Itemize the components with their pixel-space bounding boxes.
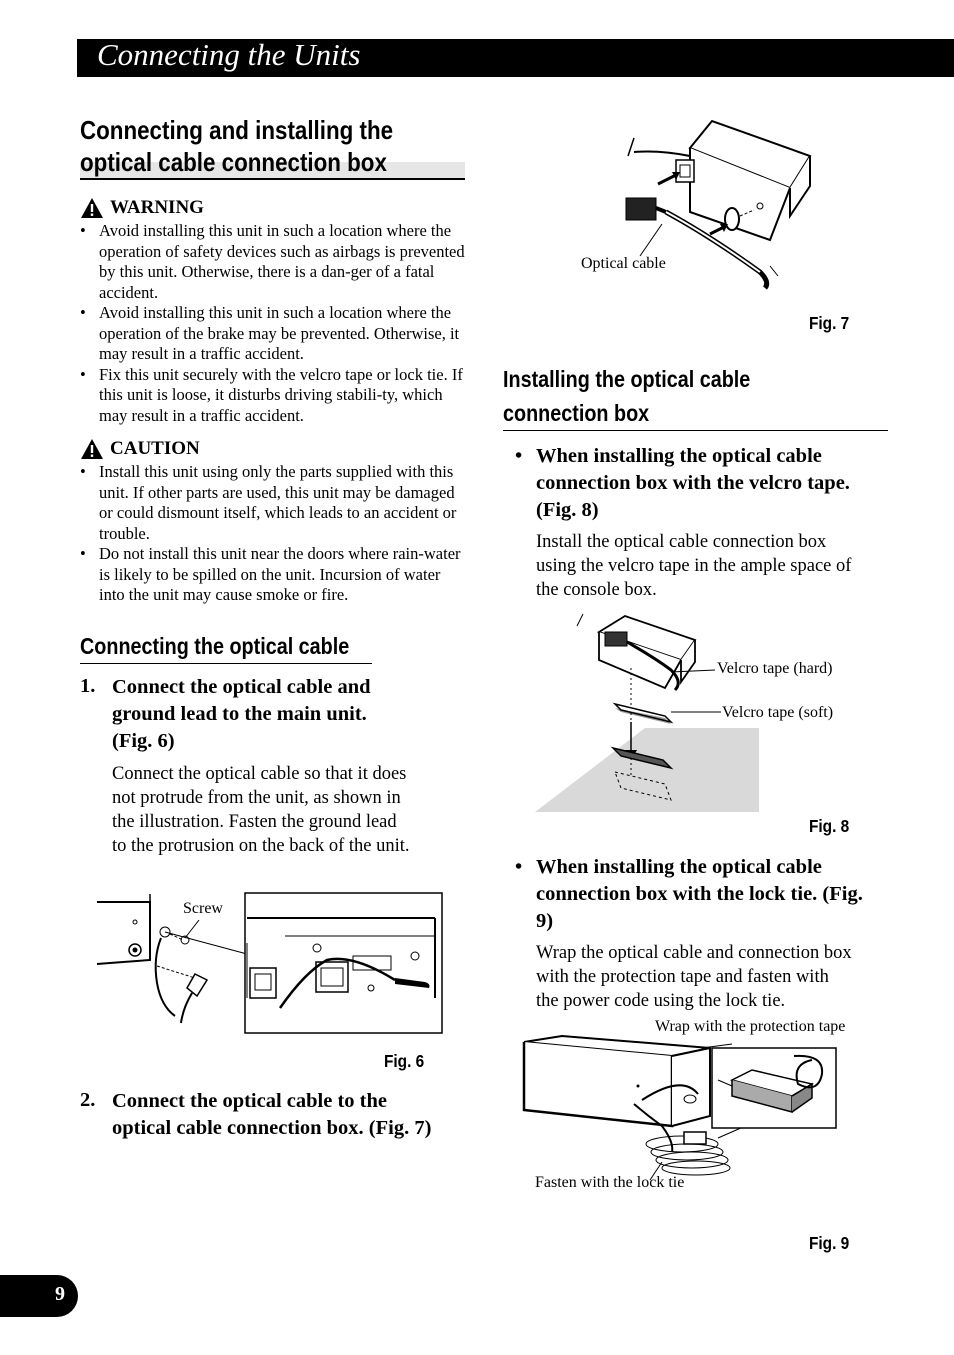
section-title-rule bbox=[80, 178, 465, 180]
installing-heading-rule bbox=[503, 430, 888, 431]
velcro-bullet: • bbox=[515, 445, 523, 467]
warning-block: WARNING Avoid installing this unit in su… bbox=[80, 197, 466, 426]
connecting-heading-rule bbox=[80, 663, 372, 664]
velcro-title: When installing the optical cable connec… bbox=[536, 445, 850, 521]
fig9-illustration bbox=[522, 1034, 837, 1181]
fig7-label: Fig. 7 bbox=[809, 313, 850, 333]
fig8-label: Fig. 8 bbox=[809, 816, 850, 836]
step1-number: 1. bbox=[80, 675, 96, 697]
section-title: Connecting and installing the optical ca… bbox=[80, 115, 394, 177]
step2-title: Connect the optical cable to the optical… bbox=[112, 1090, 432, 1139]
caution-item: Install this unit using only the parts s… bbox=[80, 462, 466, 544]
fig9-label: Fig. 9 bbox=[809, 1233, 850, 1253]
warning-triangle-icon bbox=[81, 198, 103, 218]
header-bar bbox=[77, 39, 954, 77]
fig7-illustration bbox=[625, 119, 812, 290]
warning-item: Avoid installing this unit in such a loc… bbox=[80, 221, 466, 303]
connecting-heading: Connecting the optical cable bbox=[80, 633, 350, 659]
fig9-wrap-callout: Wrap with the protection tape bbox=[655, 1018, 846, 1035]
fig6-screw-callout: Screw bbox=[183, 900, 223, 917]
fig7-optical-cable-callout: Optical cable bbox=[581, 255, 666, 272]
warning-list: Avoid installing this unit in such a loc… bbox=[80, 221, 466, 426]
locktie-title: When installing the optical cable connec… bbox=[536, 856, 863, 932]
caution-heading: CAUTION bbox=[110, 438, 200, 459]
warning-item: Fix this unit securely with the velcro t… bbox=[80, 365, 466, 427]
page-number: 9 bbox=[55, 1283, 65, 1305]
fig9-fasten-callout: Fasten with the lock tie bbox=[535, 1174, 685, 1191]
locktie-body: Wrap the optical cable and connection bo… bbox=[536, 943, 852, 1011]
fig8-velcro-soft-callout: Velcro tape (soft) bbox=[722, 704, 834, 721]
section-title-band bbox=[80, 162, 465, 178]
fig6-illustration bbox=[96, 892, 443, 1034]
warning-item: Avoid installing this unit in such a loc… bbox=[80, 303, 466, 365]
caution-list: Install this unit using only the parts s… bbox=[80, 462, 466, 606]
locktie-bullet: • bbox=[515, 856, 523, 878]
caution-triangle-icon bbox=[81, 439, 103, 459]
step2-number: 2. bbox=[80, 1089, 96, 1111]
warning-heading: WARNING bbox=[110, 197, 204, 218]
fig8-illustration bbox=[535, 613, 759, 812]
caution-block: CAUTION Install this unit using only the… bbox=[80, 438, 466, 606]
page-number-tab bbox=[0, 1275, 78, 1317]
installing-heading: Installing the optical cable connection … bbox=[503, 366, 751, 426]
velcro-body: Install the optical cable connection box… bbox=[536, 532, 852, 600]
fig8-velcro-hard-callout: Velcro tape (hard) bbox=[717, 660, 833, 677]
step1-title: Connect the optical cable and ground lea… bbox=[112, 676, 371, 752]
page-header-title: Connecting the Units bbox=[97, 37, 361, 72]
caution-item: Do not install this unit near the doors … bbox=[80, 544, 466, 606]
fig6-label: Fig. 6 bbox=[384, 1051, 425, 1071]
step1-body: Connect the optical cable so that it doe… bbox=[112, 764, 410, 856]
